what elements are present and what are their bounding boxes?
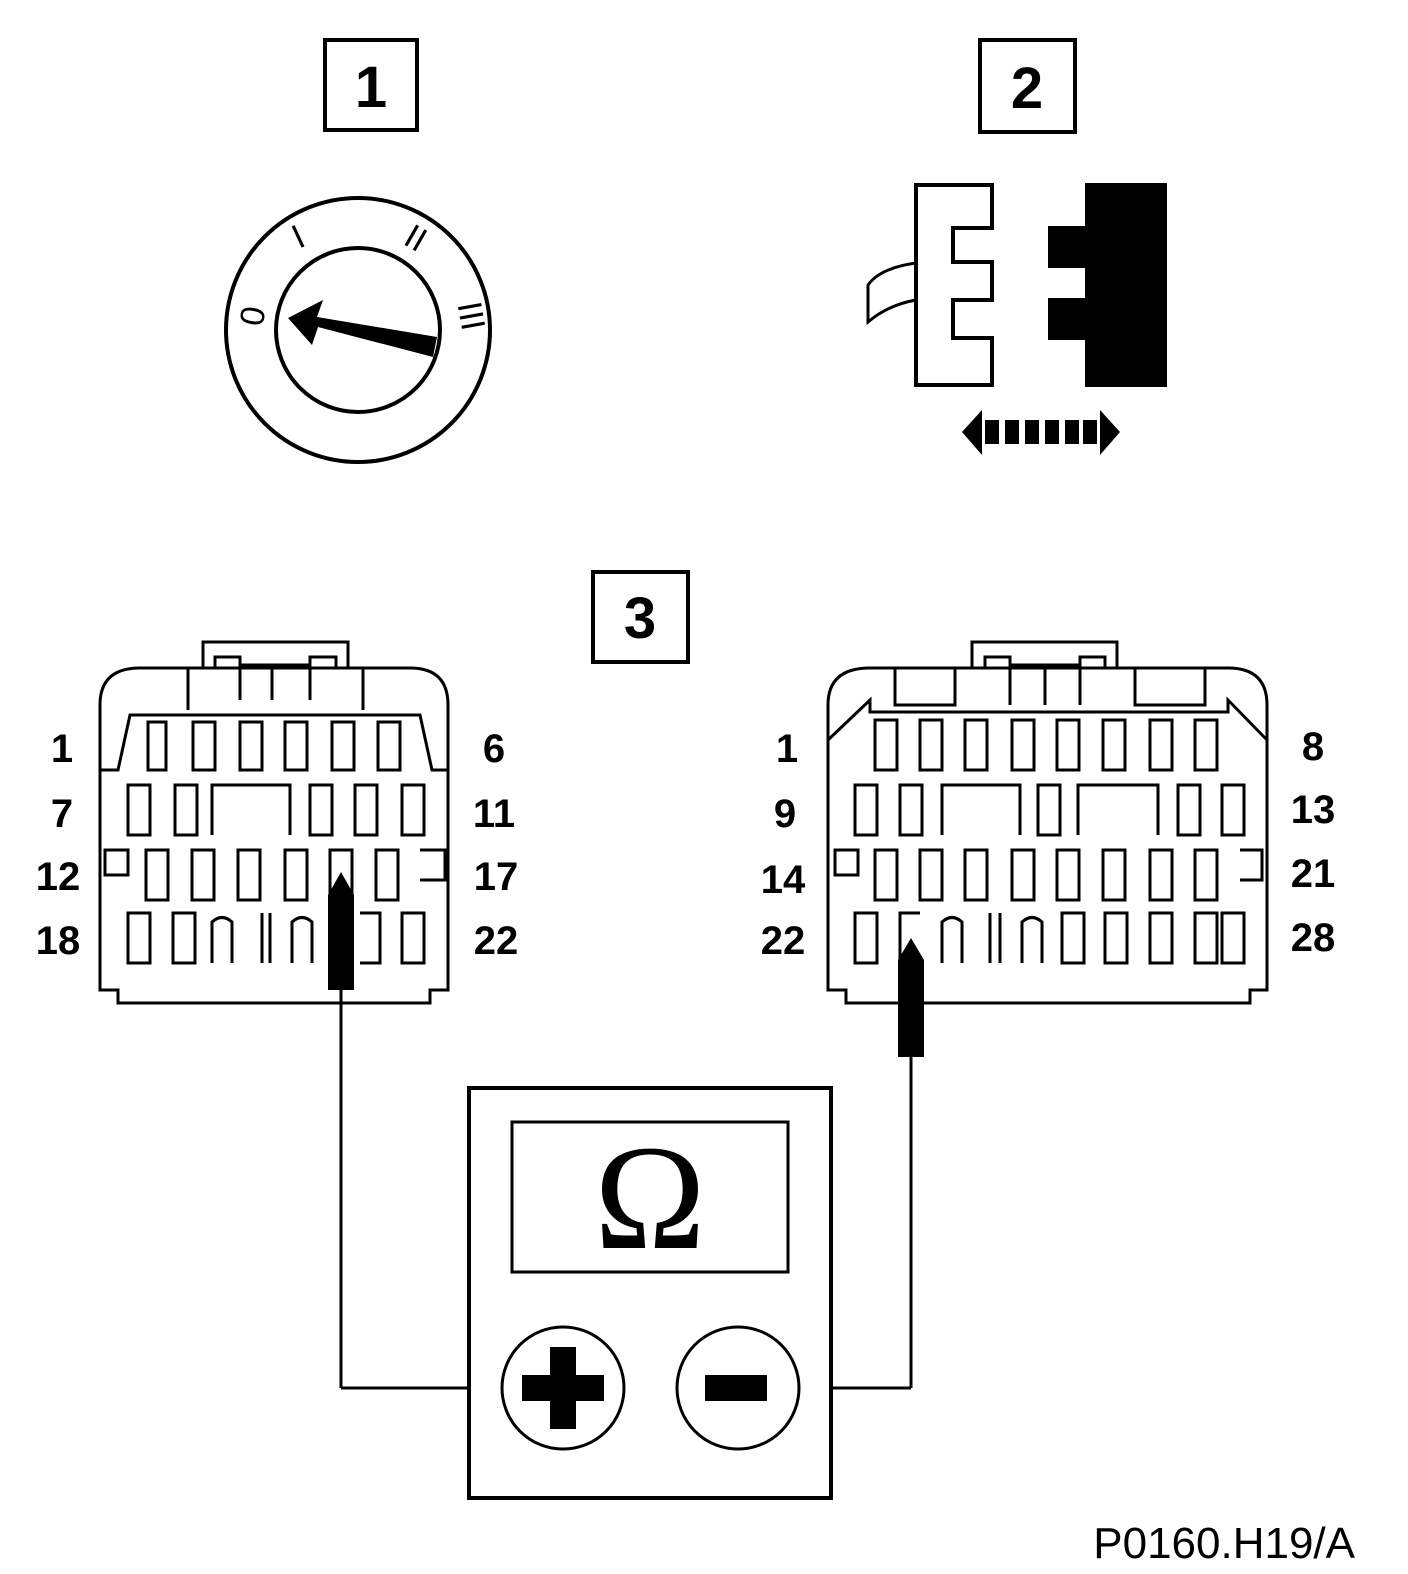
double-arrow-icon [962,410,1120,455]
key-arrow-icon [288,300,437,357]
pin-label-1: 1 [51,727,73,771]
ohm-symbol: Ω [594,1115,705,1281]
pin-label-17: 17 [474,855,519,899]
pin-label-6: 6 [483,727,505,771]
pin-label-18: 18 [36,919,81,963]
pin-label-21: 21 [1291,852,1336,896]
step-3-label: 3 [591,570,690,664]
connector-28-pin-labels: 1 8 9 13 14 21 22 28 [761,725,1336,963]
ignition-position-3: III [450,299,492,334]
pin-label-12: 12 [36,855,81,899]
plus-terminal: + [500,1325,626,1451]
pin-label-13: 13 [1291,788,1336,832]
pin-label-7: 7 [51,792,73,836]
pin-label-14: 14 [761,858,806,902]
connector-22-pin [98,640,450,1005]
pin-label-22: 22 [761,919,806,963]
pin-label-22: 22 [474,919,519,963]
minus-terminal: − [675,1325,801,1451]
pin-label-11: 11 [473,792,515,836]
pin-label-1: 1 [776,727,798,771]
pin-label-8: 8 [1302,725,1324,769]
step-2-label: 2 [978,38,1077,134]
ignition-switch: 0 I II III [224,196,492,464]
minus-icon [705,1375,767,1401]
step-1-number: 1 [355,55,387,120]
pin-label-28: 28 [1291,916,1336,960]
ohmmeter-display [510,1120,790,1274]
connector-28-pin [826,640,1269,1005]
figure-reference: P0160.H19/A [1093,1519,1355,1568]
ohmmeter: Ω + − [467,1086,833,1500]
connector-disconnect-illustration [866,183,1167,455]
connector-22-pin-labels: 1 6 7 11 12 17 18 22 [36,727,519,963]
step-2-number: 2 [1011,56,1043,121]
step-1-label: 1 [323,38,419,132]
pin-label-9: 9 [774,792,796,836]
step-3-number: 3 [624,586,656,651]
